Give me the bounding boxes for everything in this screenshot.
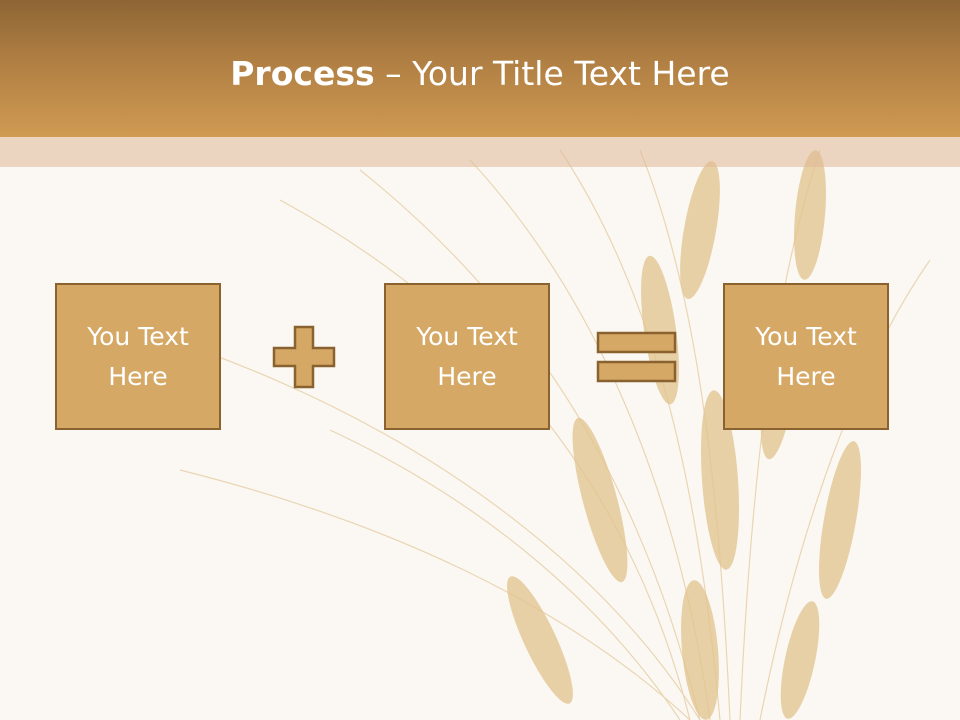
process-box-1[interactable]: You Text Here — [55, 283, 221, 430]
slide-title[interactable]: Process – Your Title Text Here — [0, 52, 960, 96]
title-rest-text: – Your Title Text Here — [374, 54, 730, 93]
process-box-3-text: You Text Here — [755, 321, 857, 391]
plus-icon — [272, 325, 336, 389]
process-box-1-text: You Text Here — [87, 321, 189, 391]
equals-icon — [596, 331, 677, 383]
title-bar — [0, 0, 960, 137]
process-box-2-text: You Text Here — [416, 321, 518, 391]
title-accent-band — [0, 137, 960, 167]
title-bold-text: Process — [230, 54, 375, 93]
process-box-3[interactable]: You Text Here — [723, 283, 889, 430]
process-box-2[interactable]: You Text Here — [384, 283, 550, 430]
